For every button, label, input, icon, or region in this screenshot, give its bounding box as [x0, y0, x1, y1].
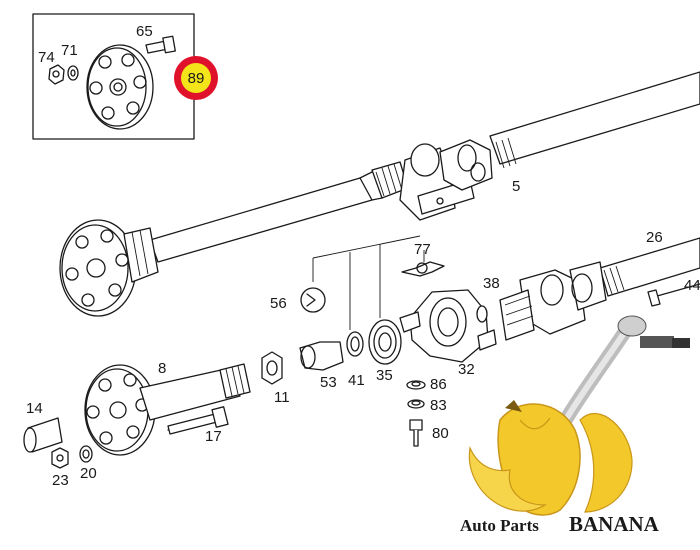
label-23: 23 — [52, 472, 69, 489]
label-35: 35 — [376, 367, 393, 384]
label-5: 5 — [512, 178, 520, 195]
label-86: 86 — [430, 376, 447, 393]
label-17: 17 — [205, 428, 222, 445]
inset-box — [32, 13, 195, 140]
label-38: 38 — [483, 275, 500, 292]
label-89: 89 — [188, 70, 205, 87]
label-20: 20 — [80, 465, 97, 482]
label-74: 74 — [38, 49, 55, 66]
intermediate-shaft — [23, 351, 283, 469]
rear-propeller-shaft — [59, 71, 700, 317]
label-56: 56 — [270, 295, 287, 312]
highlighted-part-marker[interactable]: 89 — [174, 56, 218, 100]
label-8: 8 — [158, 360, 166, 377]
label-53: 53 — [320, 374, 337, 391]
label-77: 77 — [414, 241, 431, 258]
brand-line-1: Auto Parts — [460, 516, 539, 535]
highlight-fill — [181, 63, 211, 93]
inset-flex-disc — [86, 44, 154, 130]
label-14: 14 — [26, 400, 43, 417]
label-32: 32 — [458, 361, 475, 378]
brand-line-2: BANANA — [569, 512, 660, 536]
center-bearing-parts — [299, 235, 497, 371]
label-26: 26 — [646, 229, 663, 246]
label-80: 80 — [432, 425, 449, 442]
front-shaft-assembly — [499, 237, 700, 341]
label-11: 11 — [274, 389, 290, 406]
label-65: 65 — [136, 23, 153, 40]
label-41: 41 — [348, 372, 365, 389]
label-83: 83 — [430, 397, 447, 414]
label-44: 44 — [684, 277, 700, 294]
mount-fasteners — [406, 380, 426, 447]
inset-bolt — [145, 35, 176, 54]
banana-logo — [468, 400, 633, 516]
label-71: 71 — [61, 42, 78, 59]
inset-nut-washer — [48, 64, 79, 85]
